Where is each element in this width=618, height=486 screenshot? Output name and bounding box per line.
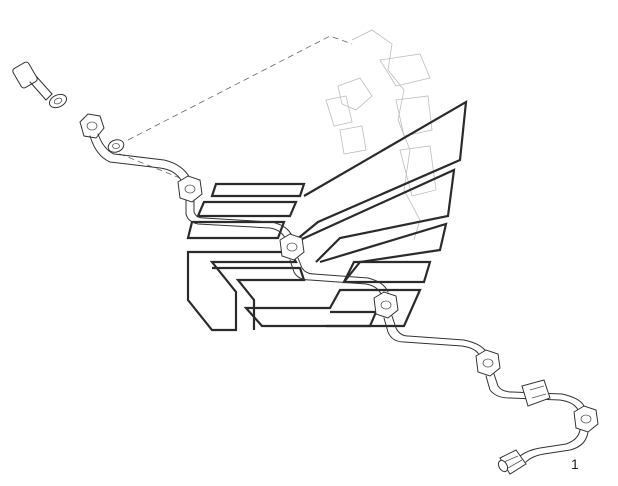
fuel-pipe-assembly <box>12 61 599 475</box>
pipe-clamp <box>521 379 551 407</box>
union-nut-end <box>497 449 527 475</box>
faint-injector-assembly <box>325 29 437 241</box>
sealing-washer-2 <box>107 139 125 153</box>
banjo-fitting-5 <box>475 349 501 377</box>
banjo-fitting-top <box>79 113 105 139</box>
banjo-fitting-4 <box>373 291 399 319</box>
banjo-bolt <box>12 61 53 101</box>
banjo-fitting-3 <box>279 233 305 261</box>
sealing-washer <box>48 93 68 109</box>
part-callout-number: 1 <box>571 456 579 472</box>
assembly-guide-lines <box>109 35 353 179</box>
banjo-fitting-2 <box>177 175 203 203</box>
watermark-logo <box>186 99 468 332</box>
banjo-fitting-6 <box>573 405 599 433</box>
